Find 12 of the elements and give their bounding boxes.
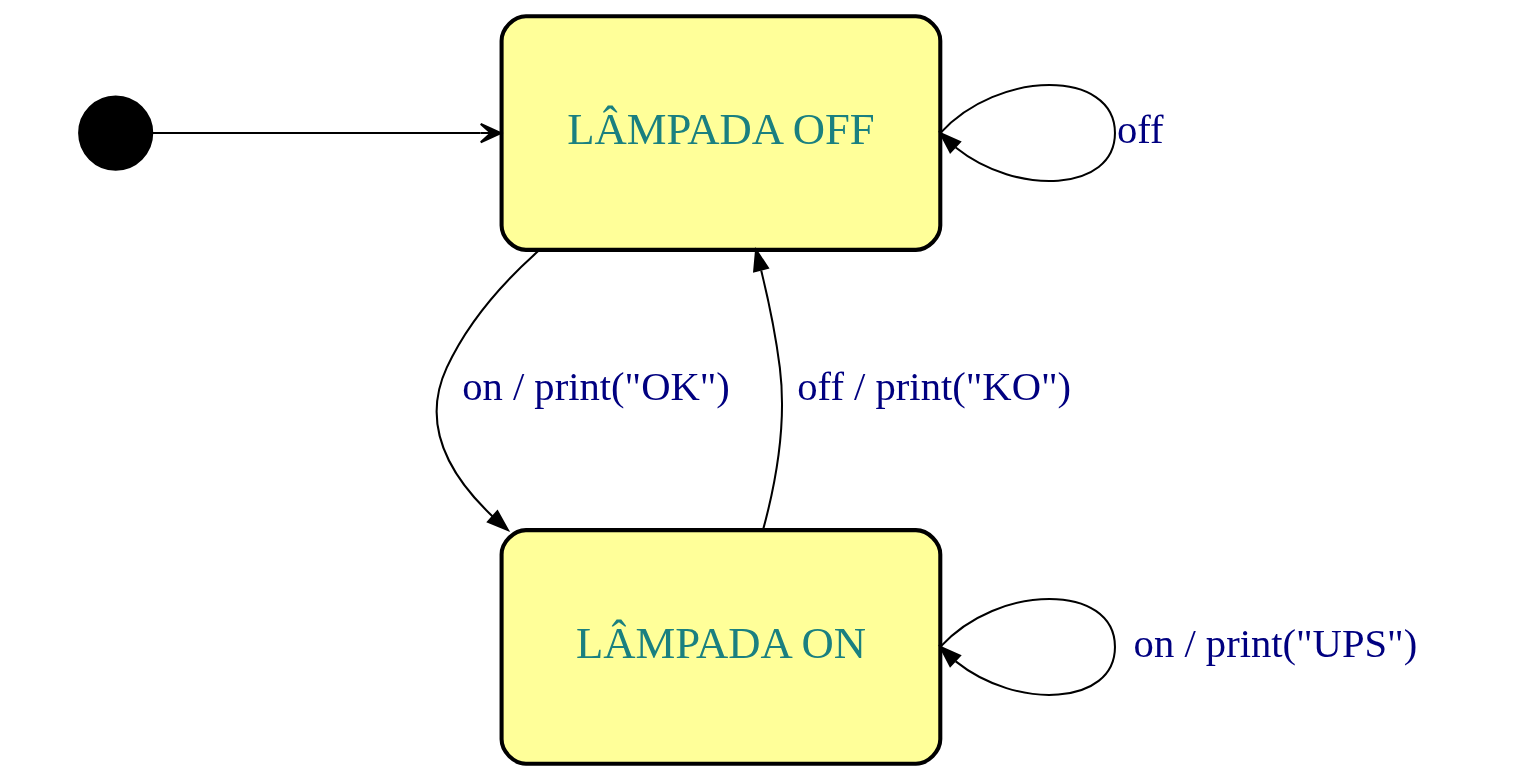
- edge-label: off: [1117, 107, 1164, 153]
- arrow: [152, 122, 503, 144]
- arrow: [938, 84, 1116, 182]
- arrow: [435, 249, 541, 532]
- node-circle: [78, 95, 154, 171]
- node-box: LÂMPADA OFF: [499, 14, 943, 252]
- arrow: [938, 598, 1116, 696]
- node-box: LÂMPADA ON: [499, 528, 943, 766]
- edge-label: on / print("UPS"): [1133, 621, 1418, 667]
- edge-label: off / print("KO"): [797, 364, 1072, 410]
- arrow: [753, 246, 783, 530]
- edge-label: on / print("OK"): [462, 364, 730, 410]
